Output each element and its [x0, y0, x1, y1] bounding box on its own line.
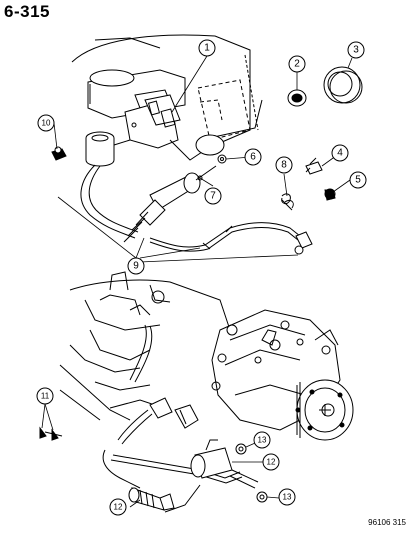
clutch-switch-bracket	[124, 94, 206, 161]
callout-circle-12b	[109, 498, 127, 516]
gearbox-case	[211, 309, 354, 441]
clips-part-11	[39, 426, 63, 441]
fitting-part-10	[51, 146, 67, 161]
callout-circle-7	[204, 187, 222, 205]
callout-circle-6	[244, 148, 262, 166]
callout-circle-8	[275, 156, 293, 174]
callout-circle-13b	[278, 488, 296, 506]
seal-ring-part-3	[323, 66, 363, 104]
grommet-part-2	[287, 89, 307, 107]
callout-10: 10	[42, 119, 51, 128]
hidden-bracket-outline	[197, 79, 251, 141]
callout-3: 3	[353, 45, 359, 56]
transmission-housing	[59, 271, 231, 421]
clip-part-4	[305, 157, 323, 175]
callout-5: 5	[355, 175, 361, 186]
callout-circles	[36, 39, 367, 516]
callout-circle-13a	[253, 431, 271, 449]
spring-clip-part-8	[281, 193, 294, 211]
callout-12b: 12	[114, 503, 123, 512]
callout-8: 8	[281, 160, 287, 171]
callout-4: 4	[337, 148, 343, 159]
access-cover	[195, 134, 225, 156]
callout-11: 11	[41, 392, 50, 401]
hydraulic-line	[149, 222, 313, 255]
callout-circle-12a	[262, 453, 280, 471]
callout-2: 2	[294, 59, 300, 70]
figure-reference: 96106 315	[368, 518, 406, 527]
leader-lines	[41, 55, 353, 508]
clutch-fluid-reservoir	[80, 131, 139, 239]
callout-6: 6	[250, 152, 256, 163]
retainer-part-5	[324, 188, 336, 201]
callout-13b: 13	[283, 493, 292, 502]
nut-part-13b	[256, 491, 268, 503]
callout-9: 9	[133, 261, 139, 272]
callout-circle-9	[127, 257, 145, 275]
engine-compartment	[71, 34, 263, 146]
callout-circle-1	[198, 39, 216, 57]
callout-circle-11	[36, 387, 54, 405]
callout-1: 1	[204, 43, 210, 54]
callout-circle-4	[331, 144, 349, 162]
slave-cylinder	[128, 487, 175, 511]
callout-circle-10	[37, 114, 55, 132]
page-number: 6-315	[4, 2, 50, 21]
clutch-master-cylinder	[123, 165, 217, 243]
slave-cylinder-right	[190, 439, 259, 489]
nut-part-6	[217, 154, 227, 164]
nut-part-13a	[235, 443, 247, 455]
callout-12a: 12	[267, 458, 276, 467]
callout-circle-2	[288, 55, 306, 73]
release-lever	[117, 397, 199, 445]
callout-13a: 13	[258, 436, 267, 445]
callout-7: 7	[210, 191, 216, 202]
callout-circle-3	[347, 41, 365, 59]
callout-circle-5	[349, 171, 367, 189]
